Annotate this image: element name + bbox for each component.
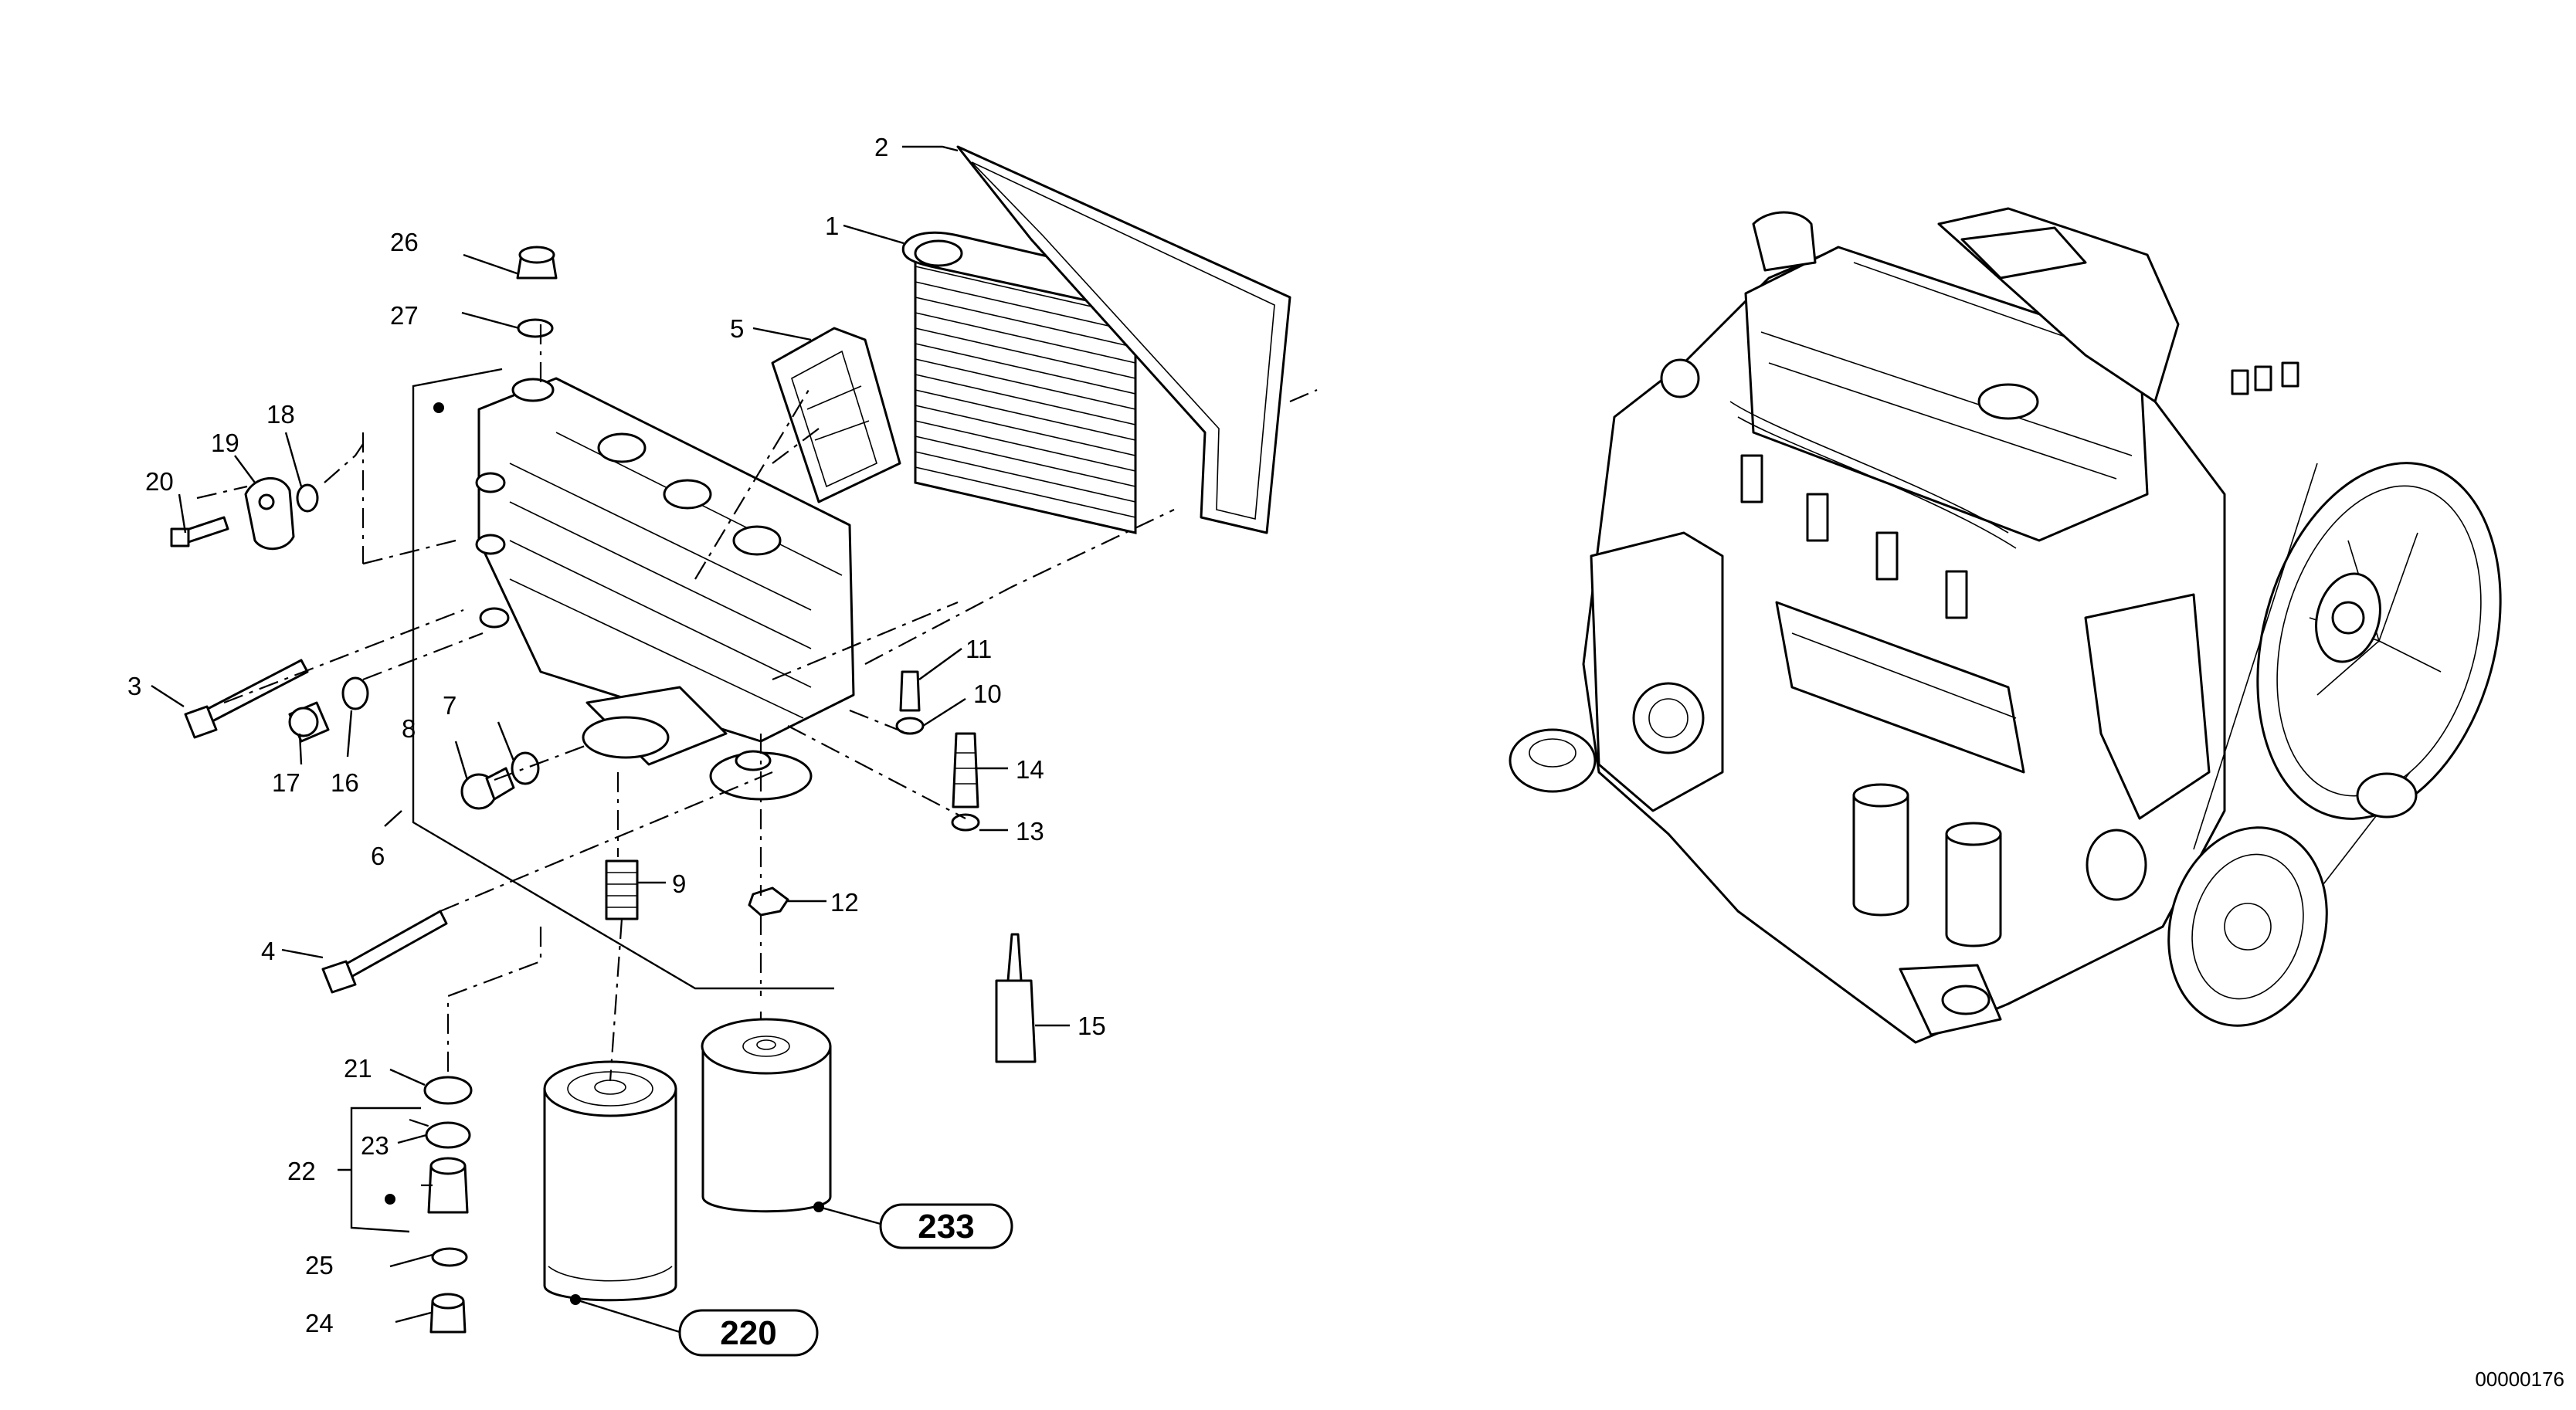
label-15: 15 [1078, 1012, 1106, 1040]
label-24: 24 [305, 1309, 334, 1337]
leader-lines [151, 145, 1070, 1324]
reference-233: 233 [918, 1208, 974, 1246]
nipple-9 [605, 859, 639, 920]
label-13: 13 [1016, 817, 1044, 846]
o-ring-25 [431, 1247, 468, 1267]
ring-21 [423, 1076, 473, 1105]
label-27: 27 [390, 301, 419, 330]
bracket [771, 327, 901, 503]
callout-220[interactable]: 220 [575, 1298, 819, 1357]
label-20: 20 [145, 467, 174, 496]
label-3: 3 [127, 672, 141, 700]
fitting-11 [899, 670, 921, 712]
label-4: 4 [261, 937, 275, 965]
label-6: 6 [371, 842, 385, 870]
sealing-ring-27 [517, 318, 554, 338]
label-14: 14 [1016, 755, 1044, 784]
label-18: 18 [266, 400, 295, 429]
ring-23 [425, 1121, 471, 1149]
label-9: 9 [672, 869, 686, 898]
label-25: 25 [305, 1251, 334, 1280]
sealant-tube-15 [995, 933, 1037, 1063]
label-16: 16 [331, 768, 359, 797]
plug-24 [429, 1293, 467, 1334]
part-labels: 2 1 26 27 5 18 19 20 3 7 8 17 16 6 4 9 1… [127, 133, 1106, 1337]
plug-22 [427, 1157, 469, 1214]
cover-plate-19 [244, 477, 295, 551]
label-26: 26 [390, 228, 419, 256]
label-21: 21 [344, 1054, 372, 1083]
oil-cooler-housing [475, 377, 855, 801]
oil-filter-220 [543, 1060, 677, 1302]
screw-20 [170, 516, 229, 547]
ring-7 [511, 751, 540, 785]
fitting-14 [952, 732, 979, 808]
ring-13 [951, 813, 980, 832]
label-8: 8 [402, 714, 416, 743]
nut-12 [748, 886, 789, 917]
ring-16 [341, 676, 369, 710]
label-5: 5 [730, 314, 744, 343]
label-2: 2 [874, 133, 888, 161]
assembly-lines [196, 324, 1175, 1187]
label-23: 23 [361, 1131, 389, 1160]
reference-220: 220 [720, 1314, 776, 1352]
engine-overview-illustration [1509, 207, 2502, 1044]
label-7: 7 [443, 691, 456, 720]
gasket [956, 145, 1318, 534]
plug-17 [288, 701, 330, 743]
label-17: 17 [272, 768, 300, 797]
plug-8 [460, 767, 515, 810]
plug-26 [516, 246, 558, 280]
bolt-3 [184, 659, 309, 739]
label-1: 1 [825, 212, 839, 240]
label-19: 19 [211, 429, 239, 457]
oil-filter-233 [701, 1018, 832, 1213]
label-10: 10 [973, 680, 1002, 708]
label-11: 11 [966, 635, 992, 663]
label-22: 22 [287, 1157, 316, 1185]
document-id: 00000176 [2475, 1368, 2564, 1391]
bracket-lines [338, 368, 834, 1233]
o-ring-18 [296, 483, 319, 513]
label-12: 12 [830, 888, 859, 917]
callout-233[interactable]: 233 [818, 1203, 1013, 1249]
bolt-4 [321, 910, 448, 994]
